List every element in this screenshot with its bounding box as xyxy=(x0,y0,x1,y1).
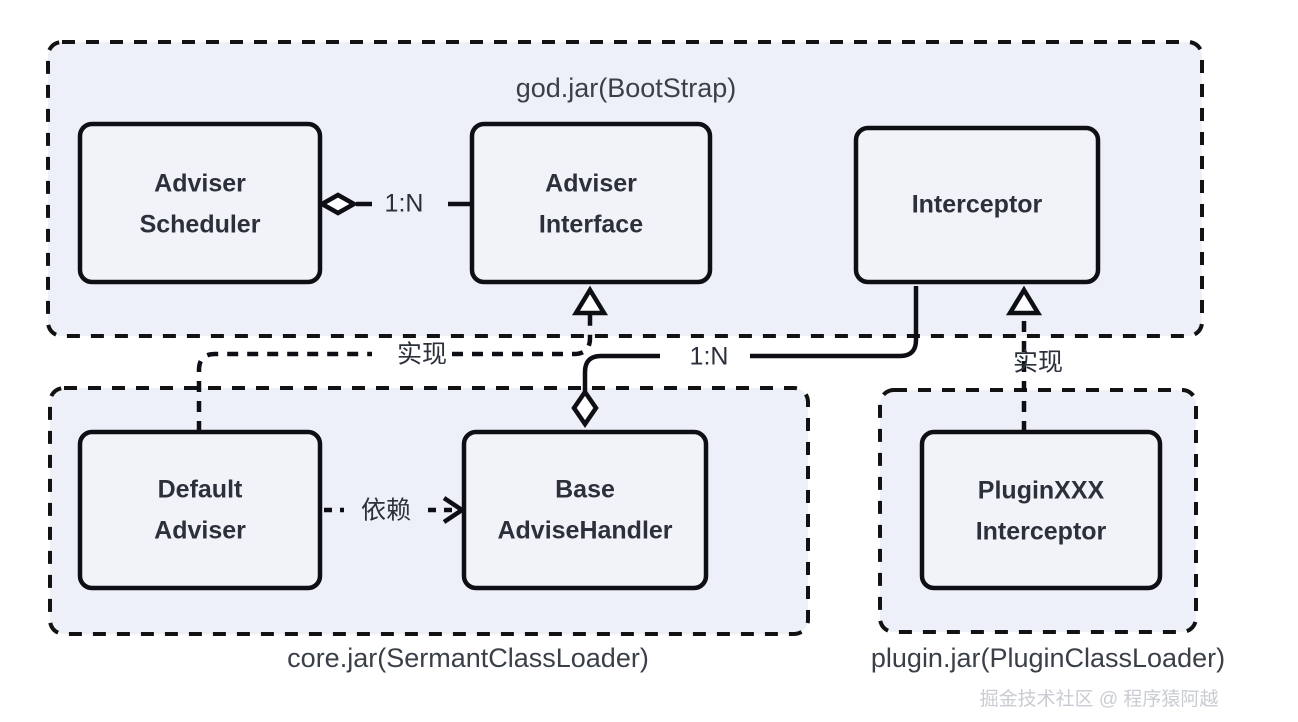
node-pluginxxx-interceptor[interactable]: PluginXXX Interceptor xyxy=(919,429,1163,591)
group-core-jar-border xyxy=(48,386,810,636)
node-base-advisehandler-line1: Base xyxy=(555,476,615,504)
node-base-advisehandler[interactable]: Base AdviseHandler xyxy=(461,429,709,591)
edge-default-adviser-implements-interface[interactable]: 实现 xyxy=(196,285,609,432)
node-pluginxxx-interceptor-line1: PluginXXX xyxy=(978,477,1105,505)
node-interceptor-box xyxy=(853,125,1101,285)
node-pluginxxx-interceptor-line2: Interceptor xyxy=(976,518,1107,546)
group-plugin-jar-border xyxy=(878,388,1198,634)
edge-realization-right-label: 实现 xyxy=(1013,349,1063,377)
node-adviser-interface-line1: Adviser xyxy=(545,170,637,198)
aggregation-diamond-icon-handler xyxy=(571,388,599,428)
group-core-jar-label: core.jar(SermantClassLoader) xyxy=(287,643,649,673)
edge-dependency-label: 依赖 xyxy=(361,497,411,525)
node-adviser-scheduler-box xyxy=(77,121,323,285)
realization-triangle-icon-right xyxy=(1005,285,1043,316)
node-default-adviser[interactable]: Default Adviser xyxy=(77,429,323,591)
edge-scheduler-holds-interface[interactable]: 1:N xyxy=(317,190,472,218)
edge-interceptor-held-by-handler[interactable]: 1:N xyxy=(571,286,919,428)
node-default-adviser-box xyxy=(77,429,323,591)
aggregation-diamond-icon xyxy=(317,192,359,216)
edge-plugin-implements-interceptor[interactable]: 实现 xyxy=(1005,285,1063,432)
node-interceptor-line1: Interceptor xyxy=(912,191,1043,219)
node-adviser-interface[interactable]: Adviser Interface xyxy=(469,121,713,285)
node-interceptor[interactable]: Interceptor xyxy=(853,125,1101,285)
node-base-advisehandler-line2: AdviseHandler xyxy=(497,517,672,545)
realization-triangle-icon-left xyxy=(571,285,609,316)
edge-scheduler-label: 1:N xyxy=(385,190,424,218)
node-adviser-scheduler-line1: Adviser xyxy=(154,170,246,198)
edge-aggregation-right-run xyxy=(750,286,919,359)
node-adviser-scheduler[interactable]: Adviser Scheduler xyxy=(77,121,323,285)
group-god-jar-border xyxy=(46,40,1204,338)
node-adviser-scheduler-line2: Scheduler xyxy=(140,211,261,239)
node-adviser-interface-box xyxy=(469,121,713,285)
edge-realization-right-path xyxy=(452,312,593,357)
node-base-advisehandler-box xyxy=(461,429,709,591)
edge-realization-left-label: 实现 xyxy=(397,341,447,369)
node-pluginxxx-interceptor-box xyxy=(919,429,1163,591)
edge-aggregation-label: 1:N xyxy=(690,343,729,371)
edge-aggregation-left-run xyxy=(582,353,660,418)
watermark-text: 掘金技术社区 @ 程序猿阿越 xyxy=(980,688,1219,710)
node-default-adviser-line1: Default xyxy=(158,476,243,504)
edge-realization-left-path xyxy=(196,351,372,432)
group-plugin-jar-label: plugin.jar(PluginClassLoader) xyxy=(871,643,1225,673)
group-god-jar-label: god.jar(BootStrap) xyxy=(516,73,737,103)
node-default-adviser-line2: Adviser xyxy=(154,517,246,545)
node-adviser-interface-line2: Interface xyxy=(539,211,643,239)
